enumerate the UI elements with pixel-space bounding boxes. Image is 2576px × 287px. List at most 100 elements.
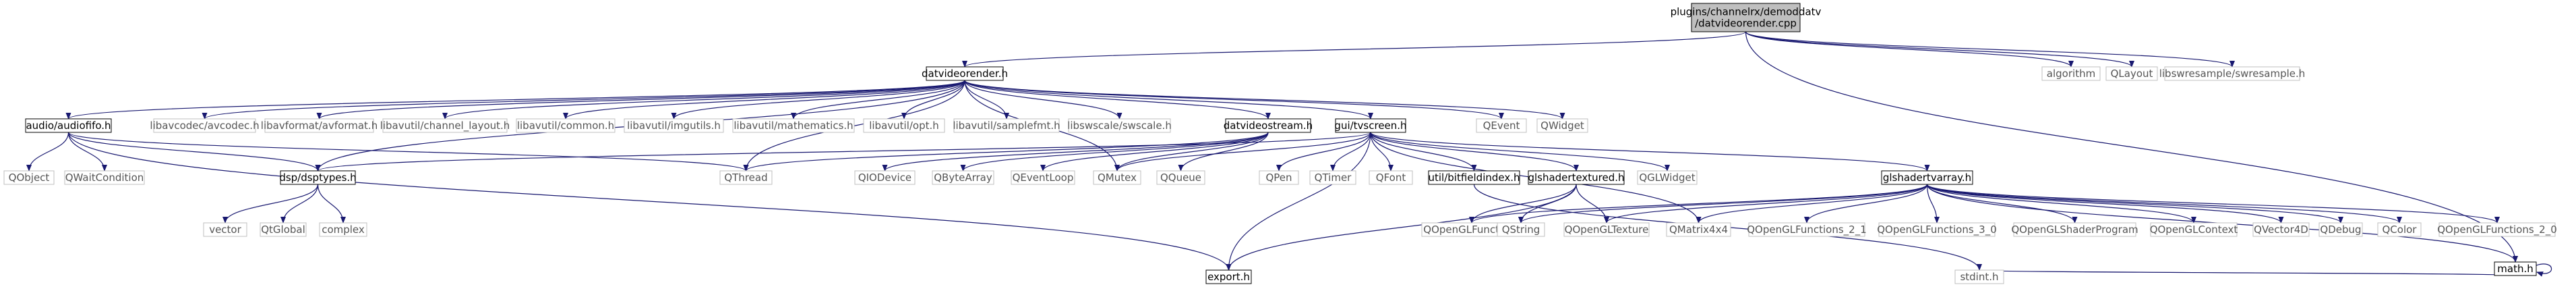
edge-datvideorender_h-to-QThread	[743, 80, 965, 172]
node-bitfieldindex-h[interactable]: util/bitfieldindex.h	[1428, 170, 1520, 185]
edge-datvideorender_h-to-common_h	[563, 80, 965, 120]
node-label: libavutil/imgutils.h	[627, 120, 721, 132]
node-box	[624, 118, 724, 133]
node-avcodec-h: libavcodec/avcodec.h	[150, 118, 260, 133]
node-QObject: QObject	[3, 170, 55, 185]
node-box	[1666, 222, 1731, 237]
edge-math_h-to-stdint_h	[1977, 269, 2516, 277]
edge-datvideorender_h-to-mathematics_h	[791, 80, 965, 120]
node-label: libavformat/avformat.h	[261, 120, 378, 132]
node-label: util/bitfieldindex.h	[1428, 172, 1520, 184]
node-label: algorithm	[2047, 68, 2095, 80]
node-export-h[interactable]: export.h	[1205, 269, 1252, 284]
edge-datvideostream_h-to-QThread	[743, 132, 1269, 172]
node-label: QOpenGLContext	[2150, 224, 2238, 236]
node-avformat-h: libavformat/avformat.h	[261, 118, 378, 133]
node-label: math.h	[2497, 263, 2533, 275]
node-QLayout: QLayout	[2105, 66, 2158, 81]
node-label: QtGlobal	[261, 224, 305, 236]
node-glshadertextured-h[interactable]: glshadertextured.h	[1528, 170, 1625, 185]
node-label: libavutil/channel_layout.h	[380, 120, 510, 132]
edge-tvscreen_h-to-QFont	[1370, 132, 1394, 172]
node-box	[1878, 222, 1996, 237]
node-QDebug: QDebug	[2318, 222, 2363, 237]
node-common-h: libavutil/common.h	[516, 118, 616, 133]
node-QPen: QPen	[1259, 170, 1299, 185]
node-label: QOpenGLFunctions_2_1	[1747, 224, 1867, 236]
edge-datvideorender_h-to-QEvent	[964, 80, 1504, 120]
node-label: libswresample/swresample.h	[2159, 68, 2306, 80]
edge-glshadertvarray_h-to-QOpenGLFunctions_3_0	[1926, 184, 1940, 224]
node-box	[732, 118, 855, 133]
edge-tvscreen_h-to-QTimer	[1330, 132, 1371, 172]
node-audiofifo-h[interactable]: audio/audiofifo.h	[25, 118, 112, 133]
node-QTimer: QTimer	[1309, 170, 1356, 185]
node-label: QWidget	[1540, 120, 1584, 132]
node-box	[1225, 118, 1311, 133]
edge-dsptypes_h-to-complex	[317, 184, 346, 224]
edge-datvideostream_h-to-QByteArray	[960, 132, 1269, 172]
node-box	[2041, 66, 2101, 81]
node-label: QQueue	[1160, 172, 1201, 184]
node-box	[2150, 222, 2238, 237]
node-dsptypes-h[interactable]: dsp/dsptypes.h	[279, 170, 357, 185]
node-tvscreen-h[interactable]: gui/tvscreen.h	[1334, 118, 1407, 133]
node-swscale-h: libswscale/swscale.h	[1067, 118, 1172, 133]
edge-datvideostream_h-to-QQueue	[1178, 132, 1269, 172]
node-QGLWidget: QGLWidget	[1637, 170, 1698, 185]
nodes-layer: plugins/channelrx/demoddatv/datvideorend…	[3, 3, 2557, 284]
node-label: QOpenGLFunctions_2_0	[2437, 224, 2557, 236]
node-label: QVector4D	[2254, 224, 2308, 236]
edge-glshadertvarray_h-to-QOpenGLTexture	[1604, 184, 1928, 224]
edge-audiofifo_h-to-QWaitCondition	[67, 132, 107, 172]
node-datvideorender-h[interactable]: datvideorender.h	[922, 66, 1008, 81]
node-complex: complex	[319, 222, 367, 237]
node-box	[932, 170, 994, 185]
edge-tvscreen_h-to-QMutex	[1114, 132, 1371, 172]
node-box	[2438, 222, 2556, 237]
node-label: /datvideorender.cpp	[1695, 18, 1797, 30]
node-QEvent: QEvent	[1476, 118, 1527, 133]
edge-datvideostream_h-to-QIODevice	[882, 132, 1269, 172]
node-label: glshadertextured.h	[1528, 172, 1624, 184]
node-label: QMutex	[1098, 172, 1137, 184]
edge-datvideorender_h-to-audiofifo_h	[65, 80, 965, 120]
edge-root-to-datvideorender_h	[962, 31, 1747, 68]
node-glshadertvarray-h[interactable]: glshadertvarray.h	[1881, 170, 1973, 185]
node-label: libavutil/mathematics.h	[733, 120, 853, 132]
node-box	[1309, 170, 1356, 185]
node-label: stdint.h	[1960, 271, 1998, 283]
edge-tvscreen_h-to-glshadertextured_h	[1370, 132, 1579, 172]
node-box	[2252, 222, 2310, 237]
node-box	[1954, 269, 2004, 284]
node-box	[2377, 222, 2422, 237]
edge-datvideorender_h-to-datvideostream_h	[964, 80, 1271, 120]
node-opt-h: libavutil/opt.h	[863, 118, 945, 133]
node-label: glshadertvarray.h	[1883, 172, 1971, 184]
node-box	[1476, 118, 1527, 133]
node-root[interactable]: plugins/channelrx/demoddatv/datvideorend…	[1671, 3, 1822, 32]
node-QIODevice: QIODevice	[854, 170, 916, 185]
node-QThread: QThread	[719, 170, 773, 185]
edge-glshadertextured_h-to-QString	[1518, 184, 1577, 224]
node-label: export.h	[1207, 271, 1250, 283]
node-box	[382, 118, 508, 133]
edge-datvideostream_h-to-QEventLoop	[1040, 132, 1269, 172]
node-QMutex: QMutex	[1093, 170, 1141, 185]
node-box	[1497, 222, 1545, 237]
node-math-h[interactable]: math.h	[2494, 261, 2537, 276]
node-QOpenGLFunctions-2-1: QOpenGLFunctions_2_1	[1747, 222, 1867, 237]
node-box	[2318, 222, 2363, 237]
node-datvideostream-h[interactable]: datvideostream.h	[1224, 118, 1313, 133]
node-QOpenGLTexture: QOpenGLTexture	[1563, 222, 1650, 237]
node-label: datvideostream.h	[1224, 120, 1313, 132]
node-box	[1259, 170, 1299, 185]
node-label: QByteArray	[934, 172, 992, 184]
node-box	[1156, 170, 1205, 185]
node-box	[264, 118, 374, 133]
node-box	[2105, 66, 2158, 81]
node-box	[3, 170, 55, 185]
node-QOpenGLFunctions-2-0: QOpenGLFunctions_2_0	[2437, 222, 2557, 237]
node-label: QMatrix4x4	[1669, 224, 1728, 236]
